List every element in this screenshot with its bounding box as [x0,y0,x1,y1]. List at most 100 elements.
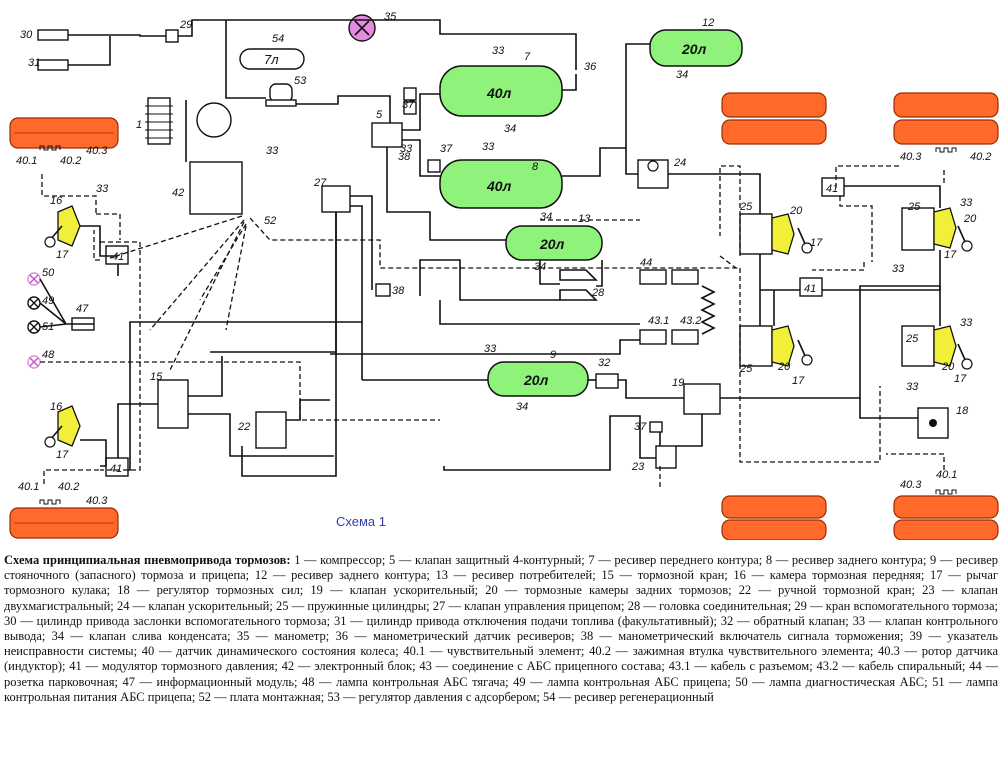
lamp-49 [27,296,41,310]
spiral-cable [700,285,716,335]
svg-text:35: 35 [384,11,397,23]
receiver-12: 20л [649,29,743,67]
svg-text:20: 20 [789,205,803,217]
rotor-teeth-front-left-bottom [39,499,61,505]
front-brake-chamber-16-top [44,205,81,248]
svg-text:17: 17 [56,249,69,261]
receiver-9-volume: 20л [523,372,549,388]
svg-text:33: 33 [892,263,905,275]
svg-text:37: 37 [634,421,647,433]
svg-text:40.1: 40.1 [16,155,37,167]
pressure-regulator-53 [265,83,297,107]
svg-text:36: 36 [584,61,597,73]
electronic-unit-42 [189,161,243,215]
tire-rear-right-bottom-2 [893,519,999,540]
manometer-35 [348,14,376,42]
rotor-teeth-front-left-top [39,145,61,151]
svg-text:16: 16 [50,195,63,207]
diagram-caption: Схема принципиальная пневмопривода тормо… [4,553,998,705]
receiver-8: 40л [439,159,563,209]
receiver-13-volume: 20л [539,236,565,252]
receiver-54: 7л [239,48,305,70]
svg-text:50: 50 [42,267,55,279]
receiver-7-volume: 40л [486,85,512,101]
two-line-valve-23 [655,445,677,469]
caption-heading: Схема принципиальная пневмопривода тормо… [4,553,291,567]
svg-text:41: 41 [804,283,816,295]
svg-text:40.3: 40.3 [900,151,922,163]
trailer-control-valve-27 [321,185,351,213]
svg-text:38: 38 [392,285,405,297]
parking-socket-44-b [671,269,699,285]
svg-text:29: 29 [179,19,192,31]
svg-text:25: 25 [907,201,921,213]
lamp-48 [27,355,41,369]
cylinder-30 [37,29,69,41]
pressure-switch-38 [375,283,391,297]
pneumatic-brake-diagram: 40л 40л 20л 20л 20л 7л [9,11,999,540]
check-valve-32 [595,373,619,389]
svg-text:8: 8 [532,161,539,173]
svg-text:31: 31 [28,57,40,69]
svg-text:42: 42 [172,187,184,199]
svg-text:43.1: 43.1 [648,315,669,327]
rotor-teeth-rear-right-bottom [935,489,957,495]
receiver-7: 40л [439,65,563,117]
svg-text:16: 16 [50,401,63,413]
svg-text:34: 34 [534,261,546,273]
svg-text:15: 15 [150,371,163,383]
cable-43-2 [671,329,699,345]
electrical-lines [40,165,945,488]
compressor-1 [145,97,173,145]
valve-37-d [649,421,663,433]
svg-text:48: 48 [42,349,55,361]
tire-front-left-bottom [9,507,119,539]
rear-chamber-group-middle-bottom [739,325,813,367]
svg-text:20: 20 [941,361,955,373]
receiver-54-volume: 7л [264,52,279,67]
svg-text:34: 34 [516,401,528,413]
svg-text:34: 34 [676,69,688,81]
svg-text:9: 9 [550,349,556,361]
svg-text:40.2: 40.2 [970,151,991,163]
protective-valve-5 [371,122,403,148]
svg-text:52: 52 [264,215,276,227]
svg-text:33: 33 [960,197,973,209]
modulator-41-front-bottom [105,457,129,477]
tire-rear-right-top-2 [893,119,999,145]
svg-text:40.3: 40.3 [86,495,108,507]
svg-text:7: 7 [524,51,531,63]
svg-text:25: 25 [739,363,753,375]
accelerator-valve-19 [683,383,721,415]
svg-text:40.1: 40.1 [936,469,957,481]
svg-text:27: 27 [313,177,327,189]
valve-37-c [427,159,441,173]
front-brake-chamber-16-bottom [44,405,81,448]
svg-text:47: 47 [76,303,89,315]
component-labels: 1 5 7 8 9 12 13 15 16 16 17 17 17 17 17 … [16,11,991,507]
modulator-41-front-top [105,245,129,265]
svg-text:37: 37 [402,99,415,111]
svg-text:33: 33 [400,143,413,155]
svg-text:49: 49 [42,295,54,307]
svg-text:40.2: 40.2 [58,481,79,493]
svg-text:17: 17 [954,373,967,385]
svg-text:51: 51 [42,321,54,333]
svg-text:1: 1 [136,119,142,131]
svg-text:33: 33 [482,141,495,153]
rotor-teeth-rear-right-top [935,147,957,153]
lamp-51 [27,320,41,334]
tire-rear-middle-bottom-2 [721,519,827,540]
svg-text:19: 19 [672,377,684,389]
lamp-50 [27,272,41,286]
svg-text:33: 33 [266,145,279,157]
svg-text:20: 20 [963,213,977,225]
svg-text:43.2: 43.2 [680,315,701,327]
svg-text:33: 33 [484,343,497,355]
svg-text:40.3: 40.3 [900,479,922,491]
svg-text:23: 23 [631,461,645,473]
tire-rear-right-bottom-1 [893,495,999,519]
hand-brake-valve-22 [255,411,287,449]
svg-text:17: 17 [56,449,69,461]
svg-text:33: 33 [960,317,973,329]
